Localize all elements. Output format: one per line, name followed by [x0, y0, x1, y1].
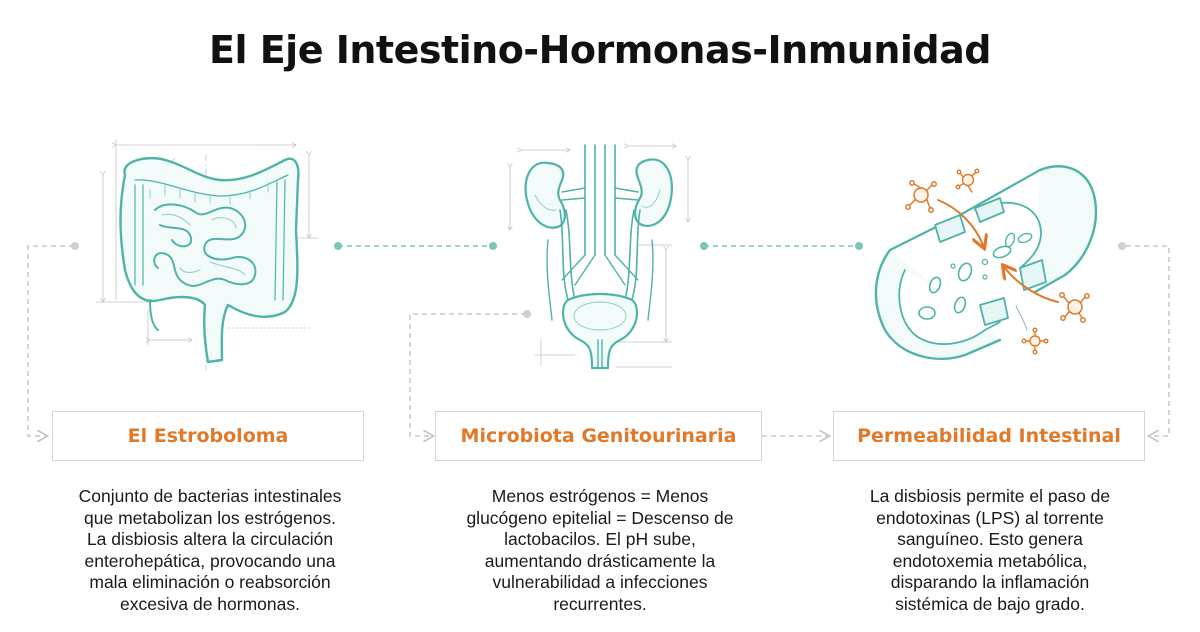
description-line: La disbiosis permite el paso de: [869, 486, 1111, 506]
connector-middle-left: [409, 313, 526, 436]
intestines-icon: [95, 139, 319, 371]
panel-description-estroboloma: Conjunto de bacterias intestinales que m…: [40, 486, 380, 615]
urinary-system-icon: [510, 145, 688, 370]
description-line: enterohepática, provocando una: [84, 550, 336, 571]
heading-box-estroboloma: El Estroboloma: [52, 411, 364, 461]
description-line: recurrentes.: [553, 593, 647, 614]
description-line: vulnerabilidad a infecciones: [492, 572, 708, 592]
leaky-gut-icon: [874, 165, 1098, 360]
connector-teal-2: [700, 242, 863, 250]
description-line: lactobacilos. El pH sube,: [504, 529, 696, 549]
description-line: que metabolizan los estrógenos.: [84, 507, 336, 528]
connector-teal-1: [334, 242, 497, 250]
description-line: sistémica de bajo grado.: [895, 593, 1085, 614]
description-line: sanguíneo. Esto genera: [897, 529, 1083, 549]
description-line: Menos estrógenos = Menos: [491, 486, 709, 506]
panel-heading: Microbiota Genitourinaria: [460, 425, 737, 447]
description-line: endotoxemia metabólica,: [892, 550, 1088, 571]
bacteria-icon: [905, 180, 937, 213]
description-line: Conjunto de bacterias intestinales: [78, 486, 342, 506]
description-line: aumentando drásticamente la: [484, 550, 716, 571]
description-line: excesiva de hormonas.: [120, 593, 300, 614]
description-line: disparando la inflamación: [890, 572, 1090, 592]
panel-description-permeabilidad: La disbiosis permite el paso de endotoxi…: [820, 486, 1160, 615]
page-title: El Eje Intestino-Hormonas-Inmunidad: [209, 28, 991, 72]
description-line: mala eliminación o reabsorción: [89, 572, 331, 592]
panel-heading: El Estroboloma: [127, 425, 289, 447]
panel-description-microbiota: Menos estrógenos = Menos glucógeno epite…: [430, 486, 770, 615]
description-line: La disbiosis altera la circulación: [86, 529, 334, 549]
description-line: glucógeno epitelial = Descenso de: [466, 507, 734, 528]
connector-left: [27, 245, 74, 436]
connector-dot: [71, 242, 79, 250]
description-line: endotoxinas (LPS) al torrente: [876, 507, 1104, 528]
connector-right: [1126, 245, 1170, 436]
heading-box-microbiota: Microbiota Genitourinaria: [435, 411, 762, 461]
heading-box-permeabilidad: Permeabilidad Intestinal: [833, 411, 1145, 461]
panel-heading: Permeabilidad Intestinal: [857, 425, 1121, 447]
